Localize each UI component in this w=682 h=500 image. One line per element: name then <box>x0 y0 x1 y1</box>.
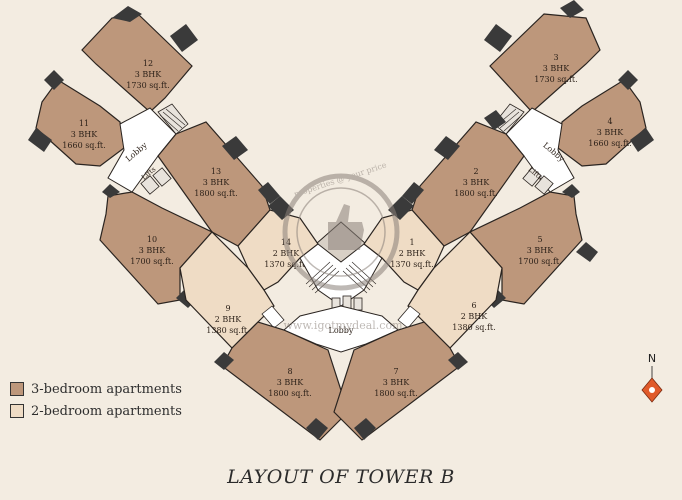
legend: 3-bedroom apartments 2-bedroom apartment… <box>10 378 182 422</box>
unit-5-area: 1700 sq.ft. <box>518 257 561 266</box>
unit-10-area: 1700 sq.ft. <box>130 257 173 266</box>
unit-12-area: 1730 sq.ft. <box>126 81 169 90</box>
unit-3-area: 1730 sq.ft. <box>534 75 577 84</box>
unit-4-area: 1660 sq.ft. <box>588 139 631 148</box>
legend-swatch-3bhk <box>10 382 24 396</box>
unit-6-area: 1380 sq.ft. <box>452 323 495 332</box>
unit-11[interactable]: 11 3 BHK 1660 sq.ft. <box>28 70 125 167</box>
unit-5-number: 5 <box>537 235 542 244</box>
unit-6[interactable]: 6 2 BHK 1380 sq.ft. <box>397 231 503 349</box>
unit-10-type: 3 BHK <box>139 246 166 255</box>
unit-2-area: 1800 sq.ft. <box>454 189 497 198</box>
unit-9[interactable]: 9 2 BHK 1380 sq.ft. <box>179 231 285 349</box>
left-lobby-area: Lobby Lifts <box>107 103 189 195</box>
compass-rose-icon <box>641 366 663 403</box>
unit-3[interactable]: 3 3 BHK 1730 sq.ft. <box>484 0 601 113</box>
unit-1-type: 2 BHK <box>399 249 426 258</box>
unit-4-type: 3 BHK <box>597 128 624 137</box>
legend-item-3bhk: 3-bedroom apartments <box>10 378 182 400</box>
unit-4[interactable]: 4 3 BHK 1660 sq.ft. <box>557 70 654 167</box>
legend-swatch-2bhk <box>10 404 24 418</box>
legend-label-2bhk: 2-bedroom apartments <box>31 403 182 419</box>
unit-9-area: 1380 sq.ft. <box>206 326 249 335</box>
thumbs-up-icon <box>328 204 364 250</box>
unit-6-type: 2 BHK <box>461 312 488 321</box>
unit-9-number: 9 <box>225 304 230 313</box>
unit-13-type: 3 BHK <box>203 178 230 187</box>
unit-2-number: 2 <box>473 167 478 176</box>
unit-9-type: 2 BHK <box>215 315 242 324</box>
central-core <box>299 243 383 311</box>
unit-11-number: 11 <box>79 119 89 128</box>
unit-7-number: 7 <box>393 367 398 376</box>
central-lobby-label: Lobby <box>329 326 354 335</box>
unit-7-type: 3 BHK <box>383 378 410 387</box>
unit-8-number: 8 <box>287 367 292 376</box>
unit-7-area: 1800 sq.ft. <box>374 389 417 398</box>
unit-12-type: 3 BHK <box>135 70 162 79</box>
unit-6-number: 6 <box>471 301 476 310</box>
unit-11-area: 1660 sq.ft. <box>62 141 105 150</box>
unit-3-number: 3 <box>553 53 558 62</box>
compass: N <box>634 352 670 408</box>
page-title: LAYOUT OF TOWER B <box>227 466 455 488</box>
unit-8-type: 3 BHK <box>277 378 304 387</box>
unit-2-type: 3 BHK <box>463 178 490 187</box>
unit-13-area: 1800 sq.ft. <box>194 189 237 198</box>
unit-1-number: 1 <box>409 238 414 247</box>
unit-4-number: 4 <box>607 117 612 126</box>
unit-8-area: 1800 sq.ft. <box>268 389 311 398</box>
unit-8[interactable]: 8 3 BHK 1800 sq.ft. <box>214 321 349 441</box>
watermark-tagline: properties @ your price <box>293 160 388 199</box>
watermark-url: www.igotmydeal.com <box>283 319 403 332</box>
unit-11-type: 3 BHK <box>71 130 98 139</box>
unit-5-type: 3 BHK <box>527 246 554 255</box>
unit-12[interactable]: 12 3 BHK 1730 sq.ft. <box>81 6 198 113</box>
legend-item-2bhk: 2-bedroom apartments <box>10 400 182 422</box>
unit-14-area: 1370 sq.ft. <box>264 260 307 269</box>
unit-13-number: 13 <box>211 167 221 176</box>
unit-10-number: 10 <box>147 235 157 244</box>
unit-13[interactable]: 13 3 BHK 1800 sq.ft. <box>157 121 280 247</box>
legend-label-3bhk: 3-bedroom apartments <box>31 381 182 397</box>
unit-1-area: 1370 sq.ft. <box>390 260 433 269</box>
compass-north-label: N <box>647 352 657 365</box>
unit-14-type: 2 BHK <box>273 249 300 258</box>
unit-3-type: 3 BHK <box>543 64 570 73</box>
unit-12-number: 12 <box>143 59 153 68</box>
unit-7[interactable]: 7 3 BHK 1800 sq.ft. <box>333 321 468 441</box>
